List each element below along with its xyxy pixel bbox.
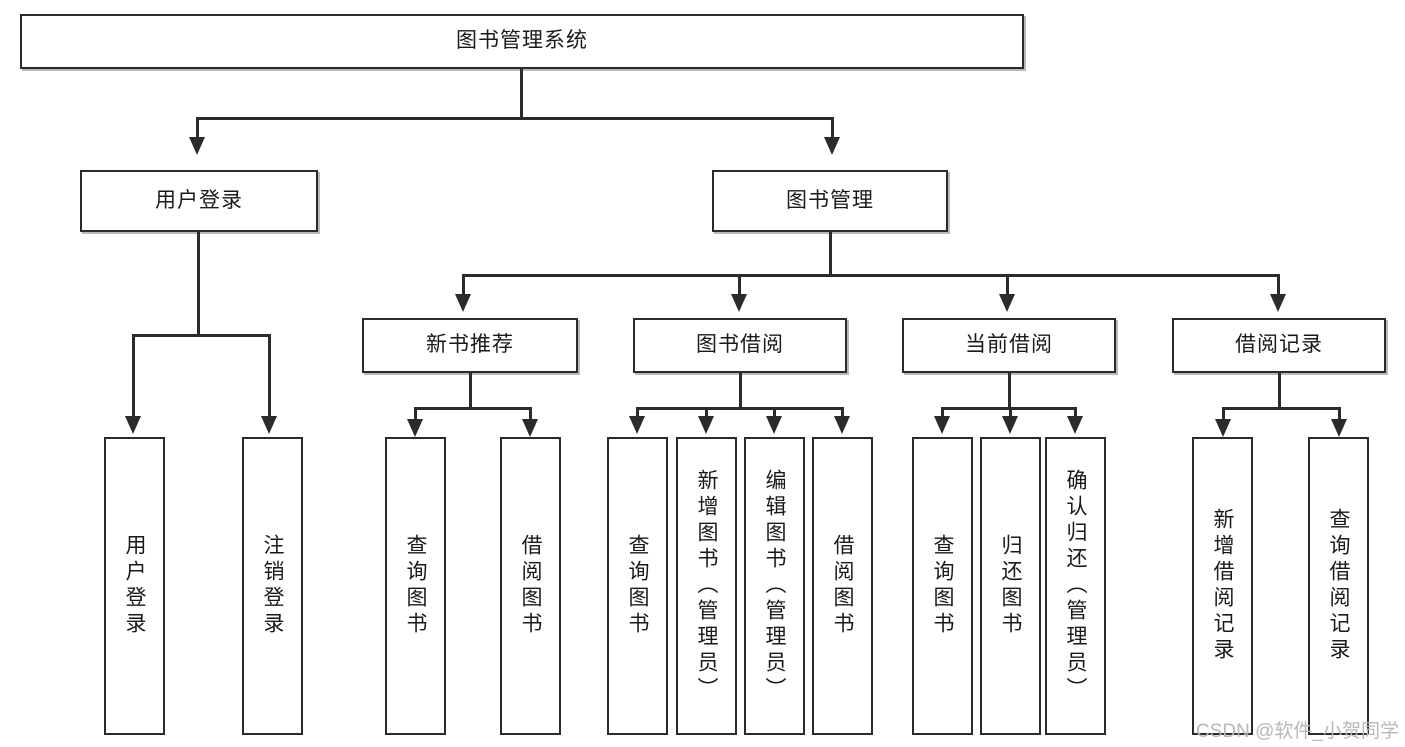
arrowhead-to-leaf-edit-book [766, 416, 782, 434]
node-label: 新书推荐 [426, 333, 514, 357]
leaf-query-book-borrow[interactable]: 查询图书 [607, 437, 668, 735]
leaf-user-logout[interactable]: 注销登录 [242, 437, 303, 735]
node-label: 图书借阅 [696, 333, 784, 357]
connector-book-manage-drop-2 [738, 274, 741, 296]
arrowhead-to-leaf-query-record [1331, 419, 1347, 437]
connector-new-book-rec-drop-2 [529, 407, 532, 422]
node-label: 图书管理系统 [456, 29, 588, 53]
node-label: 编辑图书（管理员） [763, 469, 786, 703]
connector-new-book-rec-stem [469, 373, 472, 409]
connector-book-borrow-drop-3 [773, 407, 776, 419]
connector-root-bus [196, 117, 834, 120]
node-book-borrow[interactable]: 图书借阅 [633, 318, 847, 373]
arrowhead-to-leaf-query-book-3 [934, 416, 950, 434]
arrowhead-to-leaf-user-login [125, 416, 141, 434]
connector-current-borrow-drop-1 [941, 407, 944, 419]
arrowhead-to-leaf-add-record [1215, 419, 1231, 437]
connector-book-manage-bus [462, 274, 1280, 277]
connector-current-borrow-bus [941, 407, 1076, 410]
connector-borrow-record-bus [1222, 407, 1341, 410]
leaf-query-book-new-rec[interactable]: 查询图书 [385, 437, 446, 735]
arrowhead-to-leaf-confirm-return [1067, 416, 1083, 434]
arrowhead-to-new-book-rec [455, 294, 471, 312]
connector-book-borrow-bus [636, 407, 844, 410]
leaf-query-book-current[interactable]: 查询图书 [912, 437, 973, 735]
arrowhead-to-leaf-query-book-1 [407, 419, 423, 437]
arrowhead-to-leaf-query-book-2 [629, 416, 645, 434]
leaf-user-login[interactable]: 用户登录 [104, 437, 165, 735]
connector-book-borrow-drop-4 [841, 407, 844, 419]
connector-book-manage-drop-1 [462, 274, 465, 296]
node-user-login[interactable]: 用户登录 [80, 170, 318, 232]
node-label: 当前借阅 [965, 333, 1053, 357]
node-current-borrow[interactable]: 当前借阅 [902, 318, 1116, 373]
connector-borrow-record-drop-2 [1338, 407, 1341, 422]
connector-borrow-record-drop-1 [1222, 407, 1225, 422]
node-label: 借阅图书 [831, 534, 854, 638]
connector-book-borrow-drop-1 [636, 407, 639, 419]
arrowhead-to-user-login [189, 137, 205, 155]
connector-borrow-record-stem [1278, 373, 1281, 409]
connector-book-manage-stem [829, 232, 832, 276]
connector-user-login-stem [197, 232, 200, 336]
node-new-book-recommendation[interactable]: 新书推荐 [362, 318, 578, 373]
node-label: 查询图书 [626, 534, 649, 638]
arrowhead-to-book-borrow [731, 294, 747, 312]
connector-root-drop-left [196, 117, 199, 139]
node-label: 查询图书 [404, 534, 427, 638]
connector-current-borrow-drop-3 [1074, 407, 1077, 419]
connector-book-manage-drop-4 [1277, 274, 1280, 296]
node-label: 用户登录 [155, 188, 243, 212]
connector-book-borrow-drop-2 [705, 407, 708, 419]
node-label: 归还图书 [999, 534, 1022, 638]
leaf-query-borrow-record[interactable]: 查询借阅记录 [1308, 437, 1369, 735]
connector-user-login-bus [132, 334, 270, 337]
leaf-add-borrow-record[interactable]: 新增借阅记录 [1192, 437, 1253, 735]
connector-current-borrow-stem [1008, 373, 1011, 409]
node-label: 确认归还（管理员） [1064, 469, 1087, 703]
connector-root-drop-right [831, 117, 834, 139]
connector-new-book-rec-drop-1 [414, 407, 417, 422]
node-label: 用户登录 [123, 534, 146, 638]
leaf-edit-book-admin[interactable]: 编辑图书（管理员） [744, 437, 805, 735]
arrowhead-to-leaf-add-book [698, 416, 714, 434]
arrowhead-to-current-borrow [999, 294, 1015, 312]
leaf-borrow-book-borrow[interactable]: 借阅图书 [812, 437, 873, 735]
arrowhead-to-leaf-borrow-book-1 [522, 419, 538, 437]
connector-current-borrow-drop-2 [1009, 407, 1012, 419]
connector-book-borrow-stem [739, 373, 742, 409]
arrowhead-to-borrow-record [1270, 294, 1286, 312]
leaf-add-book-admin[interactable]: 新增图书（管理员） [676, 437, 737, 735]
connector-book-manage-drop-3 [1006, 274, 1009, 296]
connector-new-book-rec-bus [414, 407, 532, 410]
node-label: 借阅记录 [1235, 333, 1323, 357]
node-book-management[interactable]: 图书管理 [712, 170, 948, 232]
connector-user-login-drop-1 [132, 334, 135, 418]
node-root-book-management-system[interactable]: 图书管理系统 [20, 14, 1024, 69]
leaf-borrow-book-new-rec[interactable]: 借阅图书 [500, 437, 561, 735]
connector-root-stem [520, 69, 523, 119]
node-label: 借阅图书 [519, 534, 542, 638]
leaf-confirm-return-admin[interactable]: 确认归还（管理员） [1045, 437, 1106, 735]
node-label: 注销登录 [261, 534, 284, 638]
arrowhead-to-book-manage [824, 137, 840, 155]
node-label: 新增图书（管理员） [695, 469, 718, 703]
node-label: 新增借阅记录 [1211, 508, 1234, 664]
node-label: 查询借阅记录 [1327, 508, 1350, 664]
connector-user-login-drop-2 [268, 334, 271, 418]
arrowhead-to-leaf-return-book [1002, 416, 1018, 434]
node-label: 查询图书 [931, 534, 954, 638]
node-borrow-record[interactable]: 借阅记录 [1172, 318, 1386, 373]
node-label: 图书管理 [786, 188, 874, 212]
leaf-return-book[interactable]: 归还图书 [980, 437, 1041, 735]
arrowhead-to-leaf-borrow-book-2 [834, 416, 850, 434]
arrowhead-to-leaf-user-logout [261, 416, 277, 434]
